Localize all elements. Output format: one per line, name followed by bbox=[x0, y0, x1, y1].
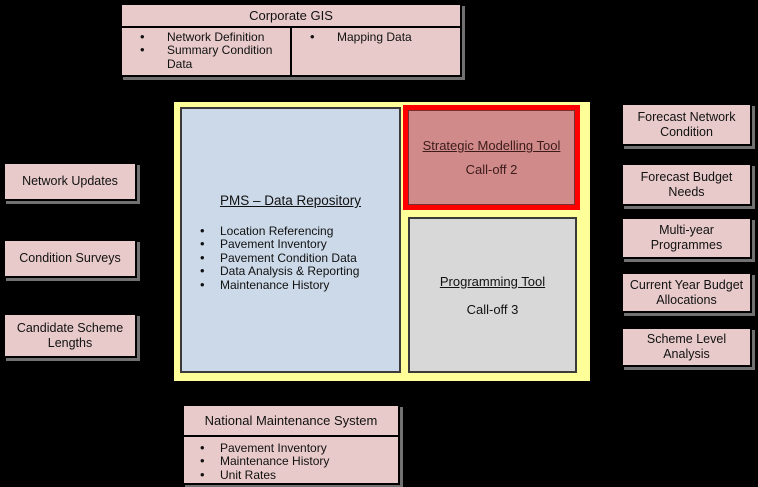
gis-item: Network Definition bbox=[122, 30, 290, 44]
forecast-budget-needs-box: Forecast Budget Needs bbox=[621, 163, 752, 206]
candidate-scheme-lengths-label: Candidate Scheme Lengths bbox=[16, 320, 124, 350]
corporate-gis-title: Corporate GIS bbox=[122, 5, 460, 28]
strategic-tool-title: Strategic Modelling Tool bbox=[422, 138, 561, 153]
arrow-pms-to-gis bbox=[216, 78, 228, 100]
strategic-modelling-tool-box: Strategic Modelling Tool Call-off 2 bbox=[403, 105, 580, 210]
network-updates-box: Network Updates bbox=[3, 162, 137, 201]
multi-year-programmes-box: Multi-year Programmes bbox=[621, 217, 752, 259]
scheme-level-analysis-label: Scheme Level Analysis bbox=[646, 332, 727, 361]
forecast-budget-needs-label: Forecast Budget Needs bbox=[640, 169, 733, 199]
nms-item: Maintenance History bbox=[184, 454, 398, 468]
corporate-gis-right-column: Mapping Data bbox=[292, 28, 460, 77]
gis-item: Mapping Data bbox=[292, 30, 460, 44]
corporate-gis-body: Network Definition Summary Condition Dat… bbox=[122, 28, 460, 77]
condition-surveys-label: Condition Surveys bbox=[19, 251, 121, 265]
pms-data-repository-box: PMS – Data Repository Location Referenci… bbox=[180, 107, 401, 373]
pms-item: Data Analysis & Reporting bbox=[182, 264, 399, 278]
programming-tool-subtitle: Call-off 3 bbox=[466, 301, 519, 317]
pms-item: Location Referencing bbox=[182, 224, 399, 238]
gis-item: Summary Condition Data bbox=[122, 43, 290, 71]
nms-title: National Maintenance System bbox=[184, 406, 398, 437]
arrow-nms-to-pms bbox=[285, 383, 297, 404]
forecast-network-condition-label: Forecast Network Condition bbox=[637, 109, 736, 139]
current-year-budget-allocations-box: Current Year Budget Allocations bbox=[621, 272, 752, 313]
forecast-network-condition-box: Forecast Network Condition bbox=[621, 103, 752, 146]
candidate-scheme-lengths-box: Candidate Scheme Lengths bbox=[3, 313, 137, 358]
pms-item: Pavement Condition Data bbox=[182, 251, 399, 265]
pms-item: Pavement Inventory bbox=[182, 237, 399, 251]
scheme-level-analysis-box: Scheme Level Analysis bbox=[621, 327, 752, 367]
national-maintenance-system-box: National Maintenance System Pavement Inv… bbox=[182, 404, 400, 485]
condition-surveys-box: Condition Surveys bbox=[3, 239, 137, 278]
programming-tool-title: Programming Tool bbox=[439, 273, 546, 289]
corporate-gis-box: Corporate GIS Network Definition Summary… bbox=[120, 3, 462, 77]
arrow-gis-to-pms bbox=[358, 79, 368, 101]
network-updates-label: Network Updates bbox=[22, 174, 118, 188]
current-year-budget-allocations-label: Current Year Budget Allocations bbox=[629, 277, 744, 307]
pms-title: PMS – Data Repository bbox=[219, 193, 362, 208]
strategic-inner-border bbox=[408, 110, 575, 205]
pms-item: Maintenance History bbox=[182, 278, 399, 292]
nms-item: Pavement Inventory bbox=[184, 441, 398, 455]
corporate-gis-left-column: Network Definition Summary Condition Dat… bbox=[122, 28, 292, 77]
multi-year-programmes-label: Multi-year Programmes bbox=[650, 223, 723, 252]
arrow-pms-to-candidate-scheme-lengths bbox=[138, 330, 172, 342]
strategic-tool-subtitle: Call-off 2 bbox=[465, 162, 518, 177]
nms-item: Unit Rates bbox=[184, 468, 398, 482]
programming-tool-box: Programming Tool Call-off 3 bbox=[408, 217, 577, 373]
